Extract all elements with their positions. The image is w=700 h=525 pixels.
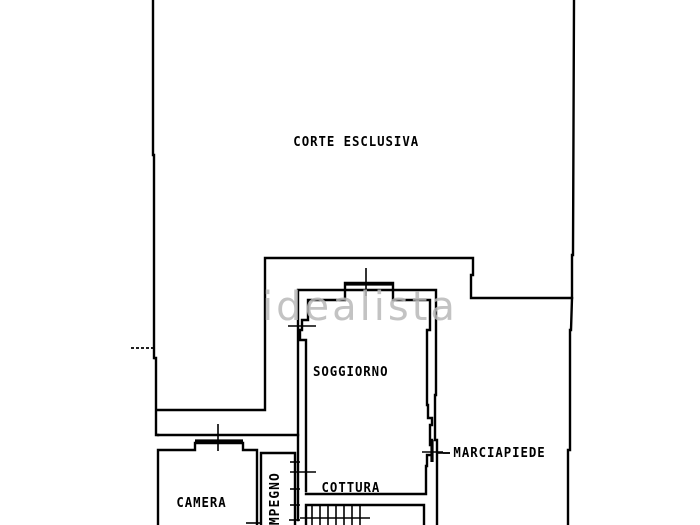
watermark-text: idealista xyxy=(262,284,458,330)
room-label-soggiorno: SOGGIORNO xyxy=(312,365,389,380)
room-label-impegno: IMPEGNO xyxy=(268,472,283,525)
stairs xyxy=(300,503,426,525)
annotation-marciapiede: MARCIAPIEDE xyxy=(453,446,546,461)
room-label-cottura: COTTURA xyxy=(321,481,381,496)
room-label-camera: CAMERA xyxy=(176,496,227,511)
soggiorno-walls xyxy=(288,268,450,525)
camera-walls xyxy=(156,424,300,525)
courtyard-boundary xyxy=(131,0,576,525)
closet-walls xyxy=(259,451,316,525)
room-label-corte-esclusiva: CORTE ESCLUSIVA xyxy=(293,135,420,150)
